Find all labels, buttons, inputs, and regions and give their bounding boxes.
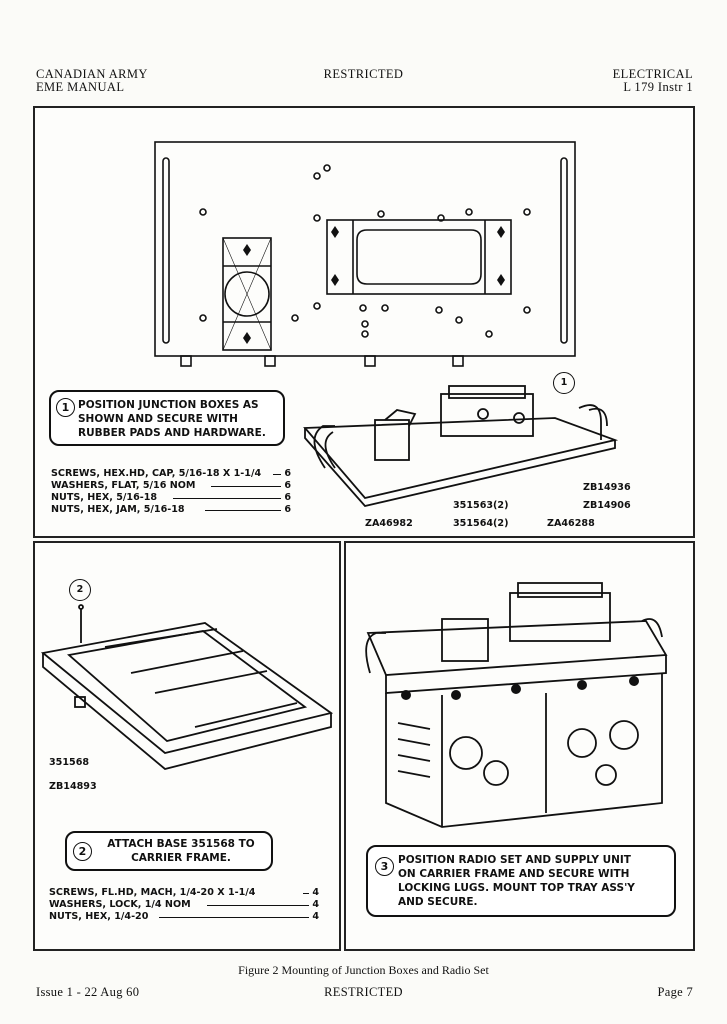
hardware-row: NUTS, HEX, 5/16-18 6 [51,492,291,504]
hardware-row: NUTS, HEX, JAM, 5/16-18 6 [51,504,291,516]
step-3-line: POSITION RADIO SET AND SUPPLY UNIT [398,854,631,866]
mounting-plate-drawing [154,141,576,367]
step-1-callout: 1 POSITION JUNCTION BOXES AS SHOWN AND S… [49,390,285,446]
header-classification: RESTRICTED [323,67,404,81]
part-label-zb14906: ZB14906 [583,500,631,511]
marker-1: 1 [553,372,575,394]
header-manual: EME MANUAL [36,80,125,94]
part-label-351564: 351564(2) [453,518,509,529]
doc-header-left: CANADIAN ARMY EME MANUAL [36,68,148,94]
hardware-item: WASHERS, LOCK, 1/4 NOM [49,899,191,910]
hardware-qty: 6 [284,480,291,491]
hardware-item: SCREWS, HEX.HD, CAP, 5/16-18 X 1-1/4 [51,468,262,479]
header-instruction: L 179 Instr 1 [623,80,693,94]
step-number: 3 [375,857,394,876]
figure-caption: Figure 2 Mounting of Junction Boxes and … [238,963,489,977]
hardware-qty: 6 [284,492,291,503]
base-frame-drawing [40,604,334,770]
hardware-item: SCREWS, FL.HD, MACH, 1/4-20 X 1-1/4 [49,887,256,898]
step-2-line: ATTACH BASE 351568 TO [107,838,255,850]
hardware-item: WASHERS, FLAT, 5/16 NOM [51,480,196,491]
hardware-qty: 6 [284,504,291,515]
tray-assembly-drawing [303,385,619,507]
hardware-row: NUTS, HEX, 1/4-20 4 [49,911,319,923]
part-label-351568: 351568 [49,757,90,768]
hardware-list-1: SCREWS, HEX.HD, CAP, 5/16-18 X 1-1/4 6 WA… [51,468,291,516]
doc-header-right: ELECTRICAL L 179 Instr 1 [613,68,693,94]
footer-classification: RESTRICTED [324,985,403,999]
step-1-panel: ZB14936 ZB14906 351563(2) 351564(2) ZA46… [33,106,695,538]
step-number: 2 [73,842,92,861]
hardware-item: NUTS, HEX, JAM, 5/16-18 [51,504,185,515]
part-label-za46288: ZA46288 [547,518,595,529]
step-3-callout: 3 POSITION RADIO SET AND SUPPLY UNIT ON … [366,845,676,917]
part-label-zb14893: ZB14893 [49,781,97,792]
step-3-line: LOCKING LUGS. MOUNT TOP TRAY ASS'Y [398,882,635,894]
hardware-row: SCREWS, FL.HD, MACH, 1/4-20 X 1-1/4 4 [49,887,319,899]
hardware-qty: 4 [312,887,319,898]
marker-2: 2 [69,579,91,601]
hardware-row: WASHERS, LOCK, 1/4 NOM 4 [49,899,319,911]
header-category: ELECTRICAL [612,67,693,81]
radio-set-drawing [365,582,668,828]
part-label-zb14936: ZB14936 [583,482,631,493]
hardware-row: SCREWS, HEX.HD, CAP, 5/16-18 X 1-1/4 6 [51,468,291,480]
hardware-qty: 4 [312,911,319,922]
step-number: 1 [56,398,75,417]
part-label-za46982: ZA46982 [365,518,413,529]
footer-page-number: Page 7 [657,985,693,999]
step-3-line: ON CARRIER FRAME AND SECURE WITH [398,868,630,880]
hardware-list-2: SCREWS, FL.HD, MACH, 1/4-20 X 1-1/4 4 WAS… [49,887,319,923]
hardware-row: WASHERS, FLAT, 5/16 NOM 6 [51,480,291,492]
step-1-line: POSITION JUNCTION BOXES AS [78,399,259,411]
footer-issue: Issue 1 - 22 Aug 60 [36,985,140,999]
part-label-351563: 351563(2) [453,500,509,511]
hardware-item: NUTS, HEX, 1/4-20 [49,911,149,922]
hardware-qty: 4 [312,899,319,910]
header-org: CANADIAN ARMY [36,67,148,81]
hardware-item: NUTS, HEX, 5/16-18 [51,492,158,503]
step-1-line: RUBBER PADS AND HARDWARE. [78,427,266,439]
step-2-callout: 2 ATTACH BASE 351568 TO CARRIER FRAME. [65,831,273,871]
step-1-line: SHOWN AND SECURE WITH [78,413,238,425]
step-2-panel: 2 351568 ZB14893 2 ATTACH BASE 351568 TO… [33,541,341,951]
step-3-panel: 3 POSITION RADIO SET AND SUPPLY UNIT ON … [344,541,695,951]
step-3-line: AND SECURE. [398,896,478,908]
step-2-line: CARRIER FRAME. [131,852,231,864]
hardware-qty: 6 [284,468,291,479]
